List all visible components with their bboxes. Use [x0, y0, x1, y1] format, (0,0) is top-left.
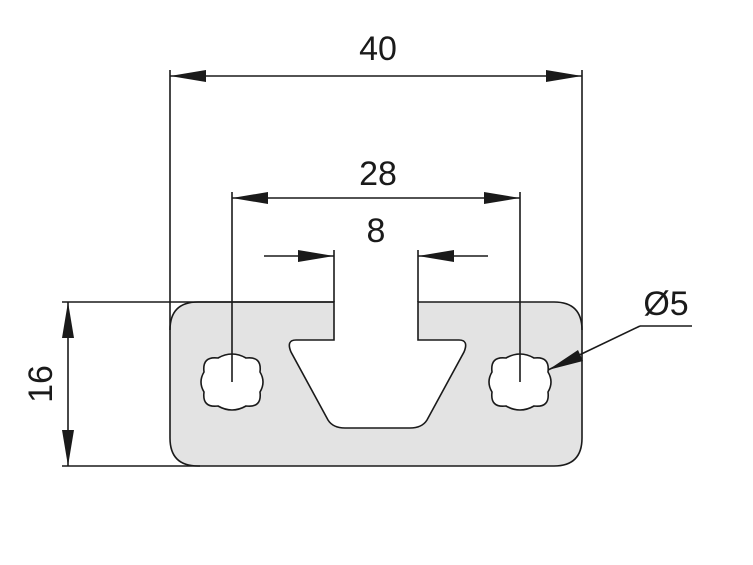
dimension-label-16: 16 [22, 365, 60, 403]
profile-cross-section [169, 301, 583, 467]
dimension-label-28: 28 [359, 155, 397, 193]
dimension-28: 28 [232, 155, 520, 204]
dimension-8: 8 [264, 212, 488, 262]
dimension-16: 16 [22, 302, 74, 466]
dimension-40: 40 [170, 30, 582, 82]
dimension-label-8: 8 [367, 212, 386, 250]
diameter-leader: Ø5 [547, 285, 692, 371]
dimension-label-40: 40 [359, 30, 397, 68]
dimension-label-diameter: Ø5 [643, 285, 688, 323]
